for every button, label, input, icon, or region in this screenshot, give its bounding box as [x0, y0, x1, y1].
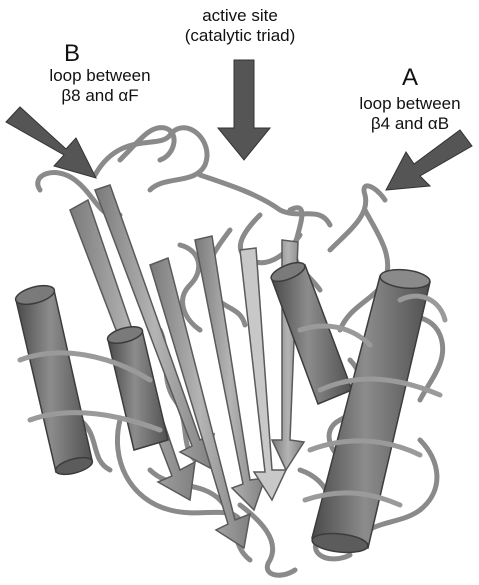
arrow-site-a	[386, 130, 472, 190]
active-site-label-line1: active site	[150, 6, 330, 26]
site-b-letter: B	[64, 40, 80, 68]
arrow-site-b	[6, 107, 96, 178]
site-b-label-line1: loop between	[20, 66, 180, 86]
helix-left-outer	[14, 282, 95, 478]
site-a-letter: A	[402, 64, 418, 92]
site-a-label-line2: β4 and αB	[330, 114, 479, 134]
beta-sheet	[70, 185, 304, 548]
site-b-label-line2: β8 and αF	[20, 86, 180, 106]
site-b-label: loop between β8 and αF	[20, 66, 180, 106]
arrow-active-site	[218, 60, 270, 160]
active-site-label: active site (catalytic triad)	[150, 6, 330, 46]
site-a-label-line1: loop between	[330, 94, 479, 114]
site-a-label: loop between β4 and αB	[330, 94, 479, 134]
active-site-label-line2: (catalytic triad)	[150, 26, 330, 46]
